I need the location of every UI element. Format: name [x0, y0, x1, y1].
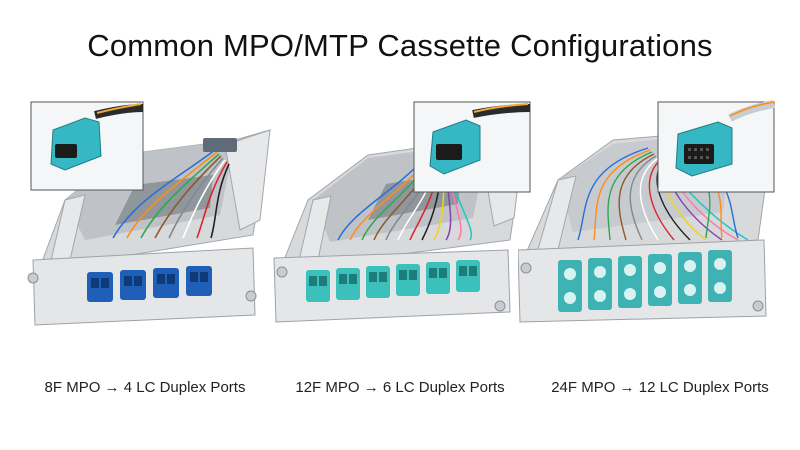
cassette-24f: [518, 100, 778, 340]
mpo-connector-inset-24f: [657, 100, 775, 193]
cassette-12f: [268, 100, 533, 340]
lc-duplex-adapters-8f: [87, 266, 212, 302]
cassette-24f-illustration: [518, 100, 775, 323]
cassette-8f-illustration: [27, 101, 271, 326]
cassette-8f: [25, 100, 280, 340]
mpo-connector-inset-8f: [30, 101, 144, 191]
caption-8f: 8F MPO → 4 LC Duplex Ports: [44, 379, 246, 396]
mpo-connector-inset-12f: [413, 101, 531, 193]
caption-12f: 12F MPO → 6 LC Duplex Ports: [295, 379, 505, 396]
lc-duplex-adapters-12f: [306, 260, 480, 302]
lc-duplex-adapters-24f: [558, 250, 732, 312]
page-title: Common MPO/MTP Cassette Configurations: [87, 28, 713, 63]
cassette-12f-illustration: [273, 101, 531, 323]
caption-24f: 24F MPO → 12 LC Duplex Ports: [551, 379, 769, 396]
